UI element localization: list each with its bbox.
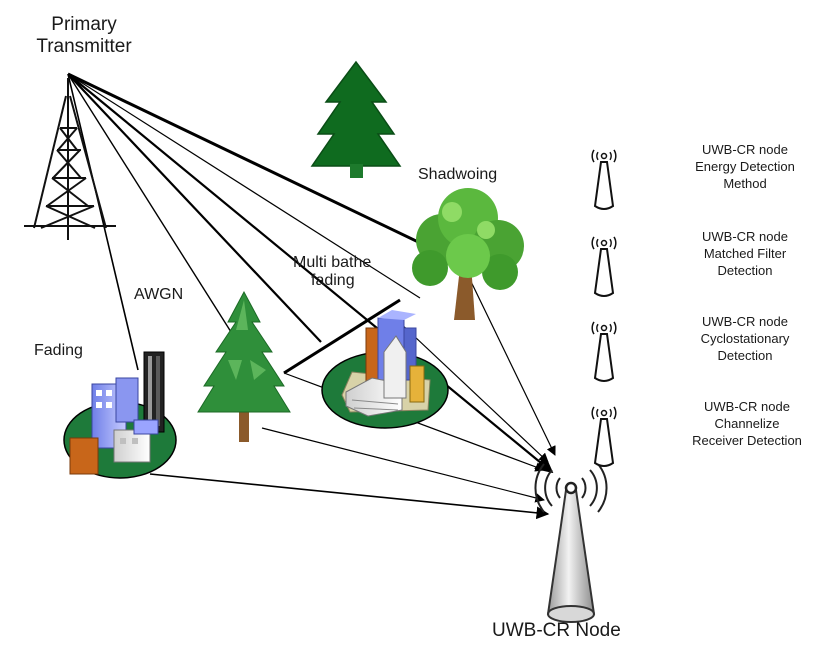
legend-caption-line1: UWB-CR node: [702, 229, 788, 244]
multipath-building-icon: [321, 310, 449, 429]
signal-lines: [67, 72, 556, 520]
legend-caption-line3: Method: [723, 175, 767, 191]
tree-to-node: [461, 262, 556, 456]
legend-antenna-icon: [591, 149, 617, 210]
primary-transmitter-line2: Transmitter: [36, 35, 132, 57]
los-line-to-node: [67, 73, 554, 474]
legend-caption-line3: Receiver Detection: [692, 432, 802, 448]
legend-caption-line1: UWB-CR node: [702, 314, 788, 329]
legend-antenna-icon: [591, 236, 617, 297]
legend-caption-line1: UWB-CR node: [702, 142, 788, 157]
legend-caption-line1: UWB-CR node: [704, 399, 790, 414]
legend-caption-line3: Detection: [717, 347, 773, 363]
city-icon: [63, 351, 177, 479]
legend-caption-line2: Energy Detection: [695, 158, 795, 174]
tower-icon: [24, 78, 116, 240]
legend-antenna-icon: [591, 321, 617, 382]
line-to-multipath-label: [67, 73, 421, 299]
tree-icon: [310, 60, 402, 178]
fading-label: Fading: [34, 342, 83, 359]
primary-transmitter-line1: Primary: [51, 14, 117, 35]
shadowing-tree-icon: [412, 188, 524, 320]
multipath-line2: fading: [311, 272, 355, 290]
multipath-reflector: [283, 298, 401, 375]
building-to-node: [396, 319, 549, 463]
primary-transmitter-label: Primary Transmitter: [18, 14, 150, 58]
multipath-label: Multi bathe fading: [293, 254, 413, 291]
pine-to-node: [261, 427, 545, 503]
antenna-icon: [534, 463, 608, 623]
awgn-label: AWGN: [134, 286, 184, 303]
legend-caption-line3: Detection: [717, 262, 773, 278]
line-to-fading-city: [67, 73, 139, 371]
city-to-node: [149, 473, 550, 520]
legend-caption-line2: Cyclostationary: [700, 330, 790, 346]
legend-antenna-icons: [591, 149, 617, 467]
line-to-pine-tree: [67, 73, 251, 363]
legend-caption-line2: Channelize: [714, 415, 780, 431]
uwb-cr-node-label: UWB-CR Node: [492, 620, 621, 641]
legend-antenna-icon: [591, 406, 617, 467]
legend-caption-line2: Matched Filter: [703, 245, 787, 261]
line-to-multipath-building: [67, 73, 322, 343]
awgn-tree-icon: [197, 290, 291, 442]
shadowing-label: Shadwoing: [418, 166, 498, 183]
line-to-shadowing-tree: [67, 72, 463, 265]
multipath-line1: Multi bathe: [293, 254, 372, 271]
